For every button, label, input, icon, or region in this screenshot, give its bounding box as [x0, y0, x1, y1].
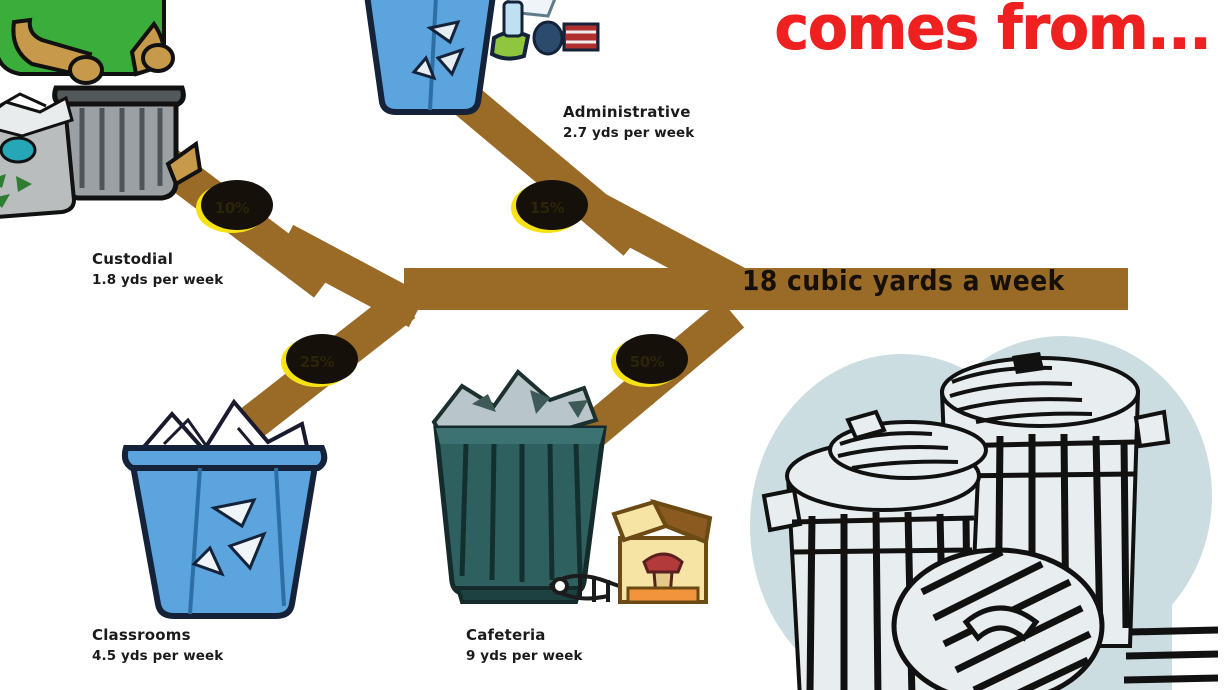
percent-badge-classrooms: 25%: [281, 334, 358, 387]
caption-custodial: Custodial 1.8 yds per week: [92, 250, 223, 288]
caption-classrooms: Classrooms 4.5 yds per week: [92, 626, 223, 664]
blue-recycling-bin-icon: [352, 0, 602, 116]
page-title: comes from...: [774, 0, 1211, 65]
caption-classrooms-amount: 4.5 yds per week: [92, 648, 224, 664]
caption-cafeteria-amount: 9 yds per week: [466, 648, 583, 664]
percent-badge-custodial-label: 10%: [214, 199, 250, 217]
percent-badge-administrative: 15%: [511, 180, 588, 233]
caption-administrative-amount: 2.7 yds per week: [563, 125, 695, 141]
blue-paper-recycling-bin-icon: [121, 398, 336, 623]
green-trashcan-icon: [418, 358, 713, 628]
big-trashcans-illustration: [750, 326, 1222, 690]
total-volume-label: 18 cubic yards a week: [742, 264, 1065, 297]
caption-custodial-title: Custodial: [92, 250, 174, 268]
caption-cafeteria-title: Cafeteria: [466, 626, 546, 644]
caption-administrative: Administrative 2.7 yds per week: [563, 103, 694, 141]
percent-badge-cafeteria: 50%: [611, 334, 688, 387]
percent-badge-administrative-label: 15%: [529, 199, 565, 217]
caption-administrative-title: Administrative: [563, 103, 691, 121]
trunk-main: [404, 268, 1128, 310]
caption-cafeteria: Cafeteria 9 yds per week: [466, 626, 583, 664]
custodian-with-trashcan-icon: [0, 0, 203, 238]
percent-badge-classrooms-label: 25%: [299, 353, 335, 371]
percent-badge-cafeteria-label: 50%: [629, 353, 665, 371]
caption-classrooms-title: Classrooms: [92, 626, 191, 644]
caption-custodial-amount: 1.8 yds per week: [92, 272, 224, 288]
percent-badge-custodial: 10%: [196, 180, 273, 233]
